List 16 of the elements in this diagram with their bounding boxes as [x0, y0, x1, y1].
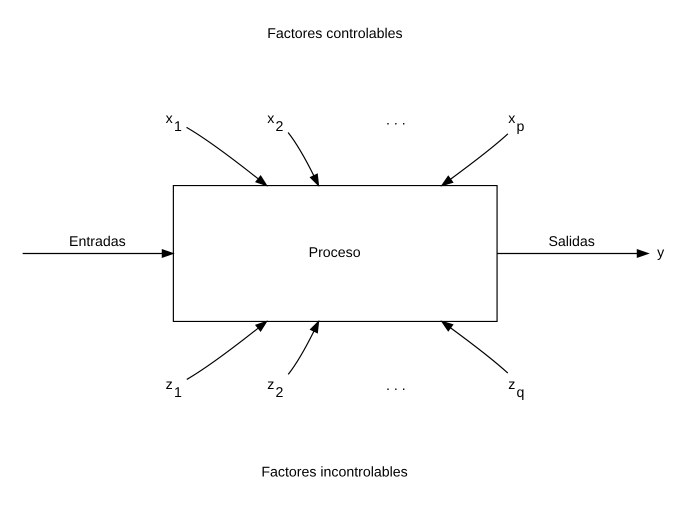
arrow [440, 320, 508, 374]
arrow [22, 248, 174, 258]
arrow [186, 126, 268, 187]
arrow [287, 132, 319, 187]
node-text: y [656, 245, 664, 262]
label: . . . [386, 378, 406, 394]
edge-label: Salidas [548, 234, 594, 250]
arrow [496, 248, 650, 258]
arrow [287, 320, 319, 375]
label: Factores incontrolables [260, 464, 408, 480]
node-box: Proceso [172, 184, 498, 322]
arrow [440, 133, 508, 187]
label: . . . [386, 112, 406, 128]
arrow [186, 320, 268, 380]
label: Factores controlables [266, 26, 402, 42]
edge-label: Entradas [68, 234, 126, 250]
